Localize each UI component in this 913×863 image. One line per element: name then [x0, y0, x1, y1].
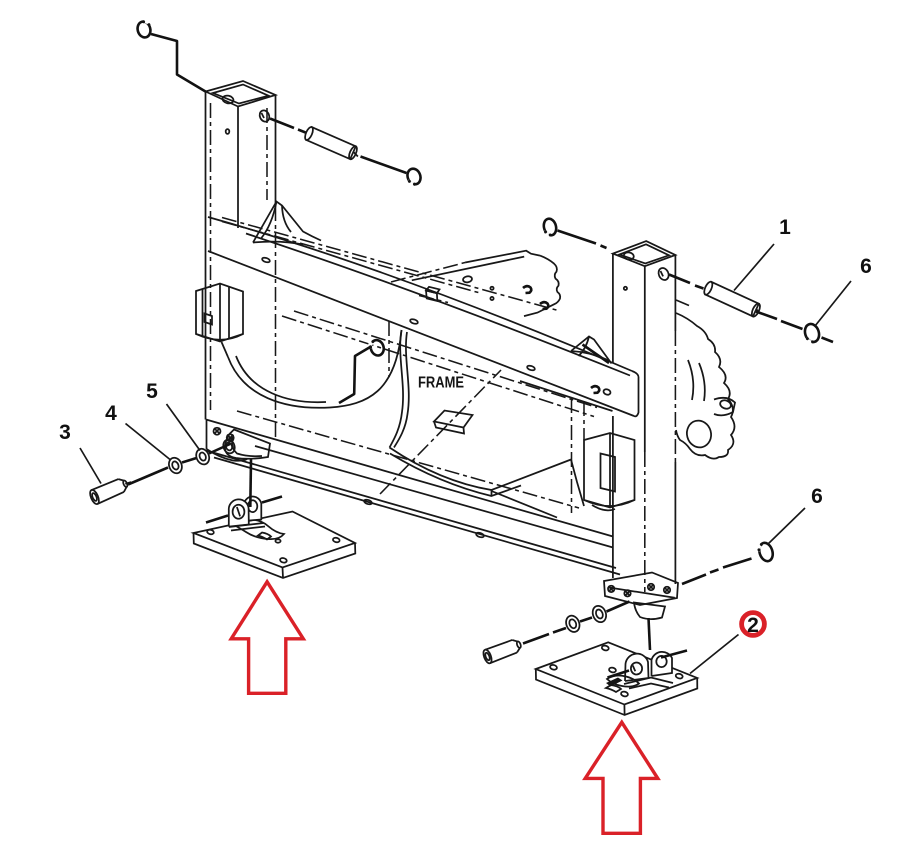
svg-text:4: 4 [105, 402, 117, 425]
svg-text:FRAME: FRAME [418, 375, 464, 392]
svg-text:2: 2 [747, 614, 759, 637]
svg-text:3: 3 [59, 421, 71, 444]
svg-text:5: 5 [146, 380, 158, 403]
svg-text:6: 6 [811, 485, 823, 508]
svg-text:6: 6 [860, 255, 872, 278]
svg-text:1: 1 [779, 216, 791, 239]
